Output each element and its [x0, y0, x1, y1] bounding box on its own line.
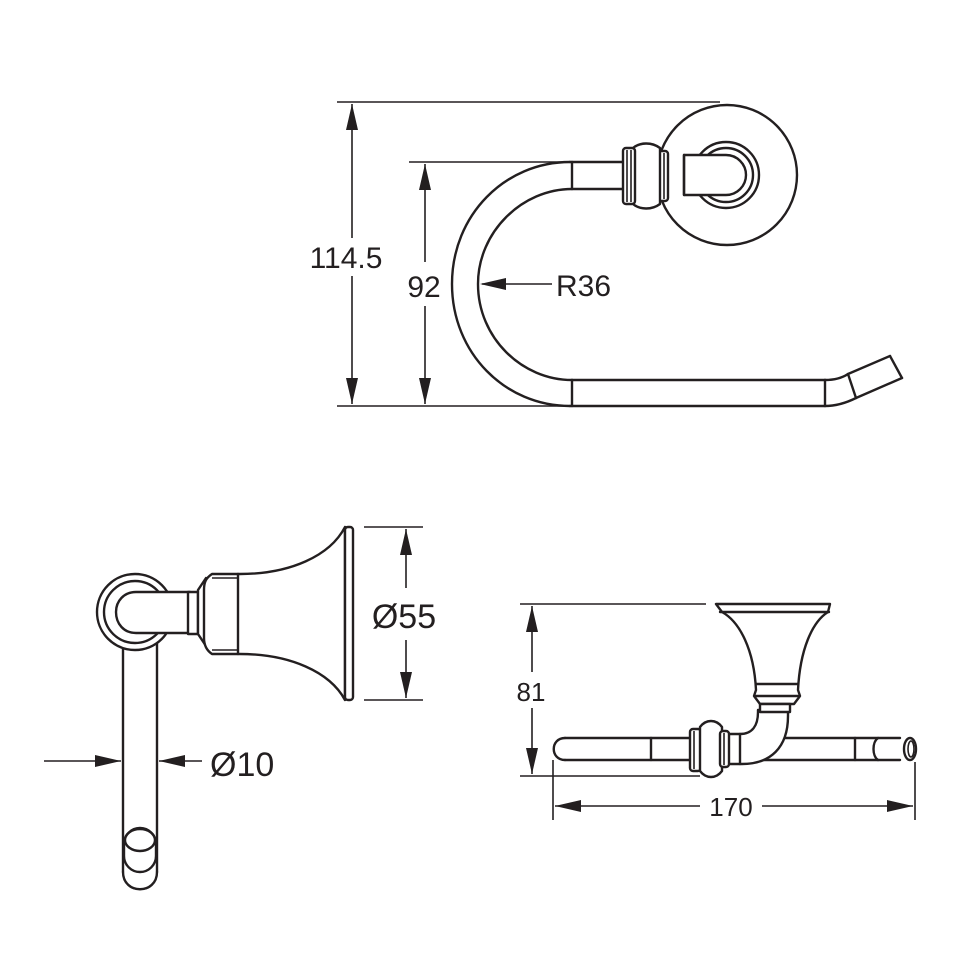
label-depth: 81 [517, 677, 546, 707]
side-view: Ø55 Ø10 [44, 525, 436, 891]
collar-front [621, 142, 670, 210]
dimension-10 [44, 755, 202, 767]
dimension-114-5 [346, 104, 358, 404]
dimension-170 [555, 800, 913, 812]
collar-top [688, 719, 731, 779]
holder-arm [450, 160, 904, 408]
elbow-side [95, 572, 192, 652]
label-radius: R36 [556, 270, 611, 303]
flange-side [202, 525, 355, 702]
dimension-55 [364, 526, 423, 701]
top-view: 81 [517, 602, 918, 822]
label-overall-height: 114.5 [310, 242, 383, 275]
elbow-top [726, 708, 790, 766]
label-arm-height: 92 [407, 271, 440, 304]
label-width: 170 [709, 792, 752, 822]
rod-side [121, 638, 159, 891]
label-flange-diameter: Ø55 [372, 598, 436, 636]
label-rod-diameter: Ø10 [210, 746, 274, 784]
radius-leader [480, 278, 552, 290]
front-view: 114.5 92 [310, 101, 904, 408]
dimension-81 [526, 606, 538, 774]
dimension-92 [419, 164, 431, 404]
flange-top [714, 602, 832, 714]
wall-flange-front [655, 103, 799, 247]
